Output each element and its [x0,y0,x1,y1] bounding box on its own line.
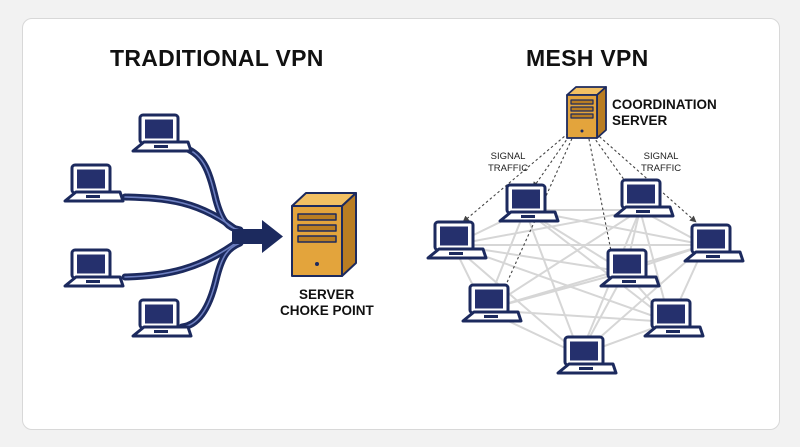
laptop-icon [63,163,125,203]
laptop-icon [498,183,560,223]
laptop-icon [63,248,125,288]
signal-traffic-label-left: SIGNAL TRAFFIC [488,151,528,175]
laptop-icon [683,223,745,263]
laptop-icon [613,178,675,218]
choke-point-label: CHOKE POINT [280,303,374,318]
signal-label-right-line2: TRAFFIC [641,163,682,174]
mesh-vpn-title: MESH VPN [526,45,649,71]
diagram-card [22,18,780,430]
laptop-icon [599,248,661,288]
signal-traffic-label-right: SIGNAL TRAFFIC [641,151,681,175]
laptop-icon [131,298,193,338]
arrow-icon [232,220,283,253]
coordination-server-label-line2: SERVER [612,113,668,128]
signal-label-left-line1: SIGNAL [490,151,526,162]
laptop-icon [643,298,705,338]
coordination-server-label-line1: COORDINATION [612,97,717,112]
traditional-vpn-cables [121,144,244,331]
laptop-icon [131,113,193,153]
server-label-line1: SERVER [299,287,355,302]
laptop-icon [556,335,618,375]
server-icon [291,192,357,277]
server-icon [566,86,607,139]
server-label: SERVER [299,287,355,303]
traditional-vpn-title: TRADITIONAL VPN [110,45,324,71]
signal-traffic-arrows [462,129,697,299]
signal-label-left-line2: TRAFFIC [488,163,529,174]
signal-label-right-line1: SIGNAL [643,151,679,162]
